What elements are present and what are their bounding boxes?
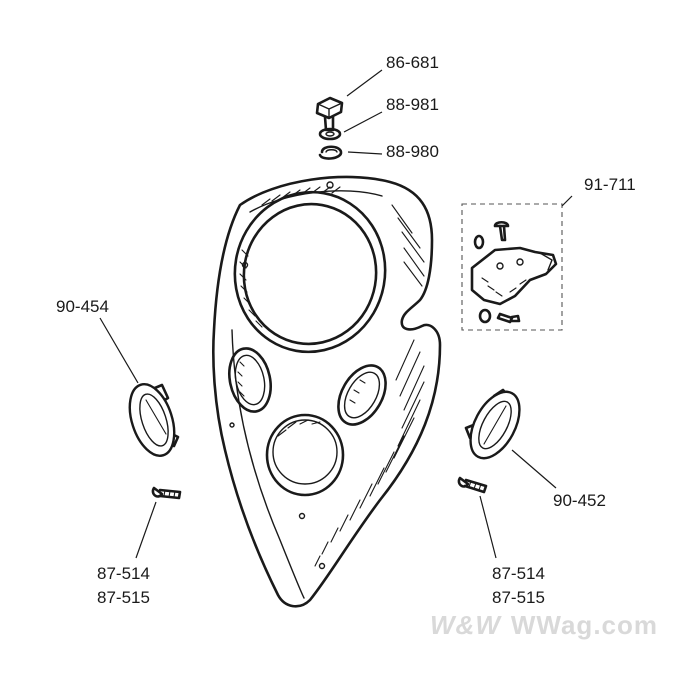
screw-left	[151, 486, 182, 500]
lens-90-452	[464, 388, 521, 460]
lockwasher-88-980	[318, 145, 343, 160]
label-91-711: 91-711	[584, 175, 636, 194]
label-right-screws: 87-514 87-515	[492, 562, 545, 610]
leader-lines	[99, 69, 573, 559]
label-88-980: 88-980	[386, 142, 439, 161]
label-88-981: 88-981	[386, 95, 439, 114]
label-90-454: 90-454	[56, 297, 109, 316]
headlamp-housing	[212, 175, 442, 608]
label-87-515-left: 87-515	[97, 588, 150, 607]
watermark: W&W WWag.com	[430, 610, 658, 641]
bolt-86-681	[315, 96, 344, 132]
label-86-681: 86-681	[386, 53, 439, 72]
washer-88-981	[318, 127, 342, 141]
label-87-514-right: 87-514	[492, 564, 545, 583]
label-87-514-left: 87-514	[97, 564, 150, 583]
label-left-screws: 87-514 87-515	[97, 562, 150, 610]
watermark-logo: W&W	[430, 610, 501, 640]
bracket-91-711	[461, 203, 563, 331]
screw-right	[457, 476, 488, 494]
lens-90-454	[128, 383, 180, 457]
label-87-515-right: 87-515	[492, 588, 545, 607]
watermark-site: WWag.com	[510, 610, 658, 640]
label-90-452: 90-452	[553, 491, 606, 510]
